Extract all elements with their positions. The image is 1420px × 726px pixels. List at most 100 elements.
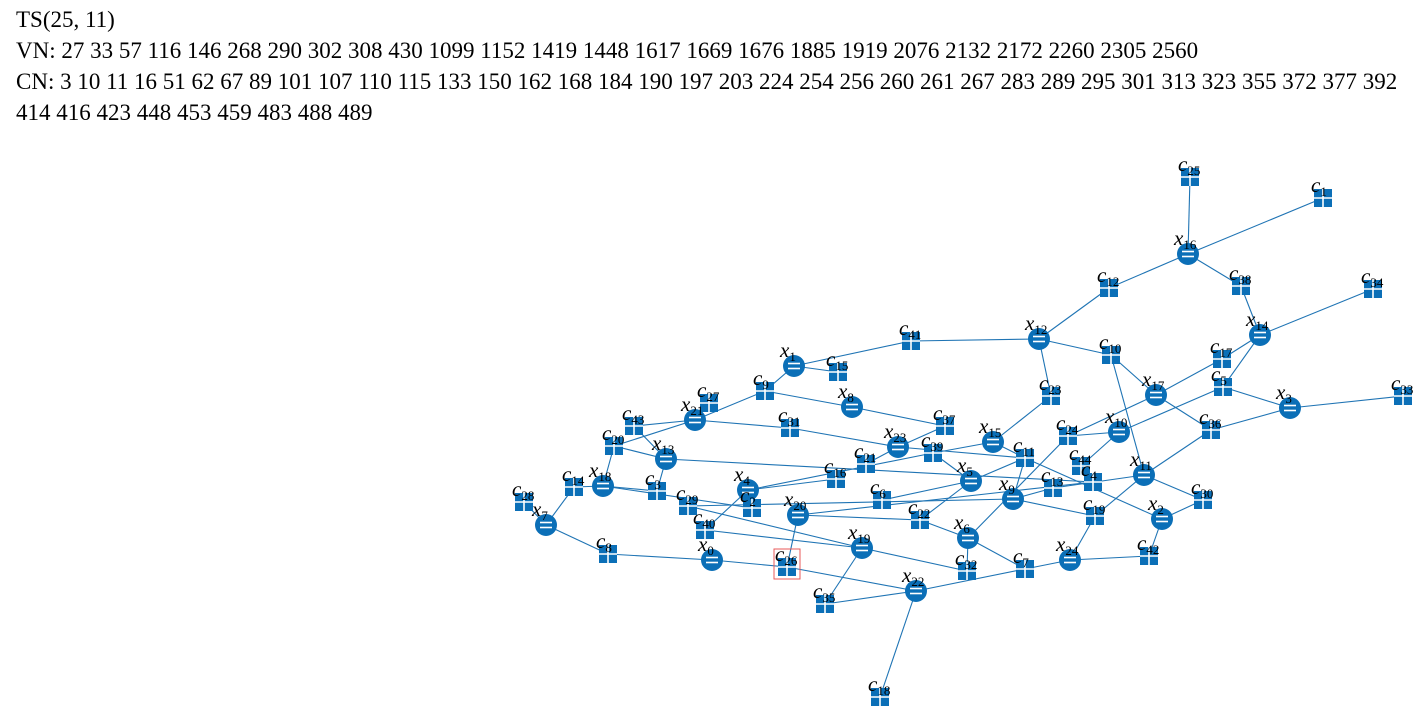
check-node-c34[interactable] <box>1364 280 1382 298</box>
variable-node-x21[interactable] <box>684 409 706 431</box>
label-c12: c12 <box>1097 263 1119 289</box>
check-node-c19[interactable] <box>1086 507 1104 525</box>
check-node-c5[interactable] <box>1214 378 1232 396</box>
check-node-c4[interactable] <box>1084 473 1102 491</box>
check-node-c30[interactable] <box>1194 491 1212 509</box>
check-node-c39[interactable] <box>924 444 942 462</box>
label-x13: x13 <box>651 431 674 457</box>
label-c20: c20 <box>602 421 624 447</box>
check-node-c15[interactable] <box>829 363 847 381</box>
variable-node-x4[interactable] <box>737 479 759 501</box>
edge-x10-c5 <box>1118 386 1224 433</box>
label-x0: x0 <box>697 532 714 558</box>
check-node-c11[interactable] <box>1016 449 1034 467</box>
check-node-c28[interactable] <box>515 493 533 511</box>
variable-node-x23[interactable] <box>887 436 909 458</box>
check-node-c25[interactable] <box>1181 168 1199 186</box>
label-c8: c8 <box>596 529 612 555</box>
label-c42: c42 <box>1137 531 1159 557</box>
check-node-c12[interactable] <box>1100 279 1118 297</box>
check-node-c8[interactable] <box>599 545 617 563</box>
edge-x22-c35 <box>824 590 917 605</box>
label-x24: x24 <box>1055 532 1079 558</box>
check-node-c38[interactable] <box>1232 277 1250 295</box>
variable-node-x0[interactable] <box>701 549 723 571</box>
variable-node-circle <box>957 527 979 549</box>
variable-node-circle <box>535 514 557 536</box>
variable-node-x20[interactable] <box>787 504 809 526</box>
variable-node-x6[interactable] <box>957 527 979 549</box>
variable-node-x12[interactable] <box>1028 328 1050 350</box>
variable-node-x8[interactable] <box>841 396 863 418</box>
check-node-c21[interactable] <box>857 455 875 473</box>
check-node-c27[interactable] <box>700 394 718 412</box>
check-node-c2[interactable] <box>743 499 761 517</box>
check-node-c7[interactable] <box>1016 560 1034 578</box>
edge-x16-c25 <box>1187 176 1191 255</box>
variable-node-x5[interactable] <box>960 470 982 492</box>
edge-x9-c19 <box>1012 498 1096 517</box>
variable-node-x3[interactable] <box>1279 397 1301 419</box>
variable-node-x16[interactable] <box>1177 243 1199 265</box>
label-c9: c9 <box>753 366 769 392</box>
check-node-c43[interactable] <box>625 417 643 435</box>
label-c11: c11 <box>1013 433 1035 459</box>
check-node-c24[interactable] <box>1059 427 1077 445</box>
check-node-c40[interactable] <box>696 521 714 539</box>
variable-node-x22[interactable] <box>905 580 927 602</box>
edge-x16-c12 <box>1108 253 1189 289</box>
check-node-c13[interactable] <box>1044 479 1062 497</box>
check-node-c42[interactable] <box>1140 547 1158 565</box>
check-node-c18[interactable] <box>871 688 889 706</box>
edge-x19-c32 <box>861 547 968 572</box>
label-x17: x17 <box>1141 367 1165 393</box>
variable-node-x15[interactable] <box>982 431 1004 453</box>
check-node-c3[interactable] <box>648 482 666 500</box>
check-node-c17[interactable] <box>1213 350 1231 368</box>
variable-node-x18[interactable] <box>592 475 614 497</box>
variable-node-x14[interactable] <box>1249 324 1271 346</box>
check-node-c29[interactable] <box>679 497 697 515</box>
check-node-c31[interactable] <box>781 419 799 437</box>
check-node-c16[interactable] <box>827 470 845 488</box>
check-node-c26[interactable] <box>778 558 796 576</box>
variable-node-x1[interactable] <box>783 355 805 377</box>
label-c7: c7 <box>1013 544 1029 570</box>
check-node-c22[interactable] <box>911 511 929 529</box>
variable-node-x10[interactable] <box>1108 421 1130 443</box>
variable-node-x13[interactable] <box>655 448 677 470</box>
check-node-c35[interactable] <box>816 595 834 613</box>
check-node-c44[interactable] <box>1072 457 1090 475</box>
edge-x11-c36 <box>1143 429 1212 476</box>
variable-node-x7[interactable] <box>535 514 557 536</box>
check-node-c9[interactable] <box>756 382 774 400</box>
code-title: TS(25, 11) <box>16 7 115 32</box>
check-node-c20[interactable] <box>605 437 623 455</box>
variable-node-x2[interactable] <box>1151 508 1173 530</box>
variable-node-circle <box>1059 549 1081 571</box>
edge-x11-c10 <box>1110 354 1145 476</box>
check-node-c23[interactable] <box>1042 387 1060 405</box>
variable-node-x17[interactable] <box>1145 384 1167 406</box>
edge-x1-c41 <box>793 340 912 367</box>
check-node-c37[interactable] <box>936 417 954 435</box>
edge-x20-c4 <box>797 481 1094 516</box>
check-node-c10[interactable] <box>1102 346 1120 364</box>
check-node-c1[interactable] <box>1314 189 1332 207</box>
edge-x19-c40 <box>704 529 863 549</box>
check-node-c14[interactable] <box>565 478 583 496</box>
label-c26: c26 <box>775 542 798 568</box>
label-c32: c32 <box>955 546 977 572</box>
check-node-c41[interactable] <box>902 332 920 350</box>
check-node-c33[interactable] <box>1394 387 1412 405</box>
variable-node-x19[interactable] <box>851 537 873 559</box>
variable-node-x9[interactable] <box>1002 488 1024 510</box>
check-node-c6[interactable] <box>873 491 891 509</box>
check-node-c32[interactable] <box>958 562 976 580</box>
check-node-c36[interactable] <box>1202 421 1220 439</box>
variable-node-x11[interactable] <box>1133 464 1155 486</box>
label-c39: c39 <box>921 428 943 454</box>
edge-x4-c16 <box>747 478 837 491</box>
variable-node-x24[interactable] <box>1059 549 1081 571</box>
